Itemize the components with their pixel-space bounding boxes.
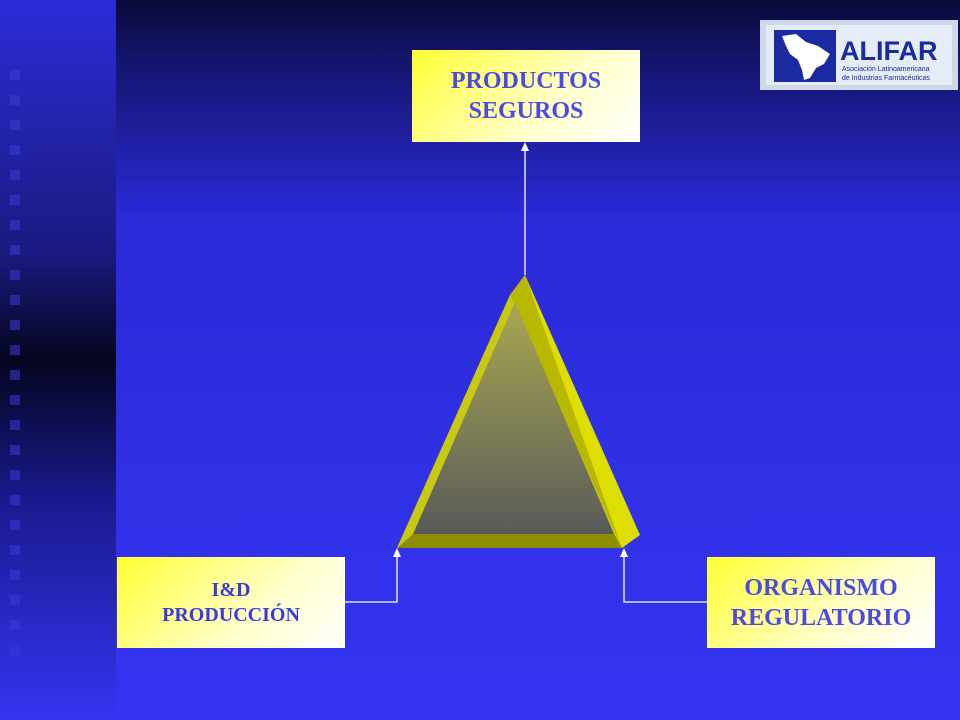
- left-square-pattern: [10, 70, 20, 655]
- box-left-line1: I&D: [211, 578, 251, 601]
- organismo-regulatorio-box: ORGANISMO REGULATORIO: [707, 557, 935, 648]
- box-top-line1: PRODUCTOS: [450, 68, 602, 94]
- box-right-line2: REGULATORIO: [730, 604, 912, 631]
- arrow-head-right: [620, 548, 628, 557]
- latin-america-map-icon: [782, 34, 830, 80]
- arrow-head-top: [521, 142, 529, 151]
- triangle: [397, 275, 640, 548]
- box-top-line2: SEGUROS: [468, 98, 584, 124]
- logo-tagline-1: Asociación Latinoamericana: [842, 66, 930, 73]
- productos-seguros-box: PRODUCTOS SEGUROS: [412, 50, 640, 142]
- alifar-logo: ALIFAR Asociación Latinoamericana de Ind…: [760, 20, 958, 90]
- arrow-head-left: [393, 548, 401, 557]
- id-produccion-box: I&D PRODUCCIÓN: [117, 557, 345, 648]
- logo-name: ALIFAR: [840, 36, 938, 66]
- box-left-line2: PRODUCCIÓN: [162, 603, 300, 626]
- connector-arrows: [345, 150, 707, 603]
- box-right-line1: ORGANISMO: [744, 574, 898, 601]
- logo-tagline-2: de Industrias Farmacéuticas: [842, 75, 930, 82]
